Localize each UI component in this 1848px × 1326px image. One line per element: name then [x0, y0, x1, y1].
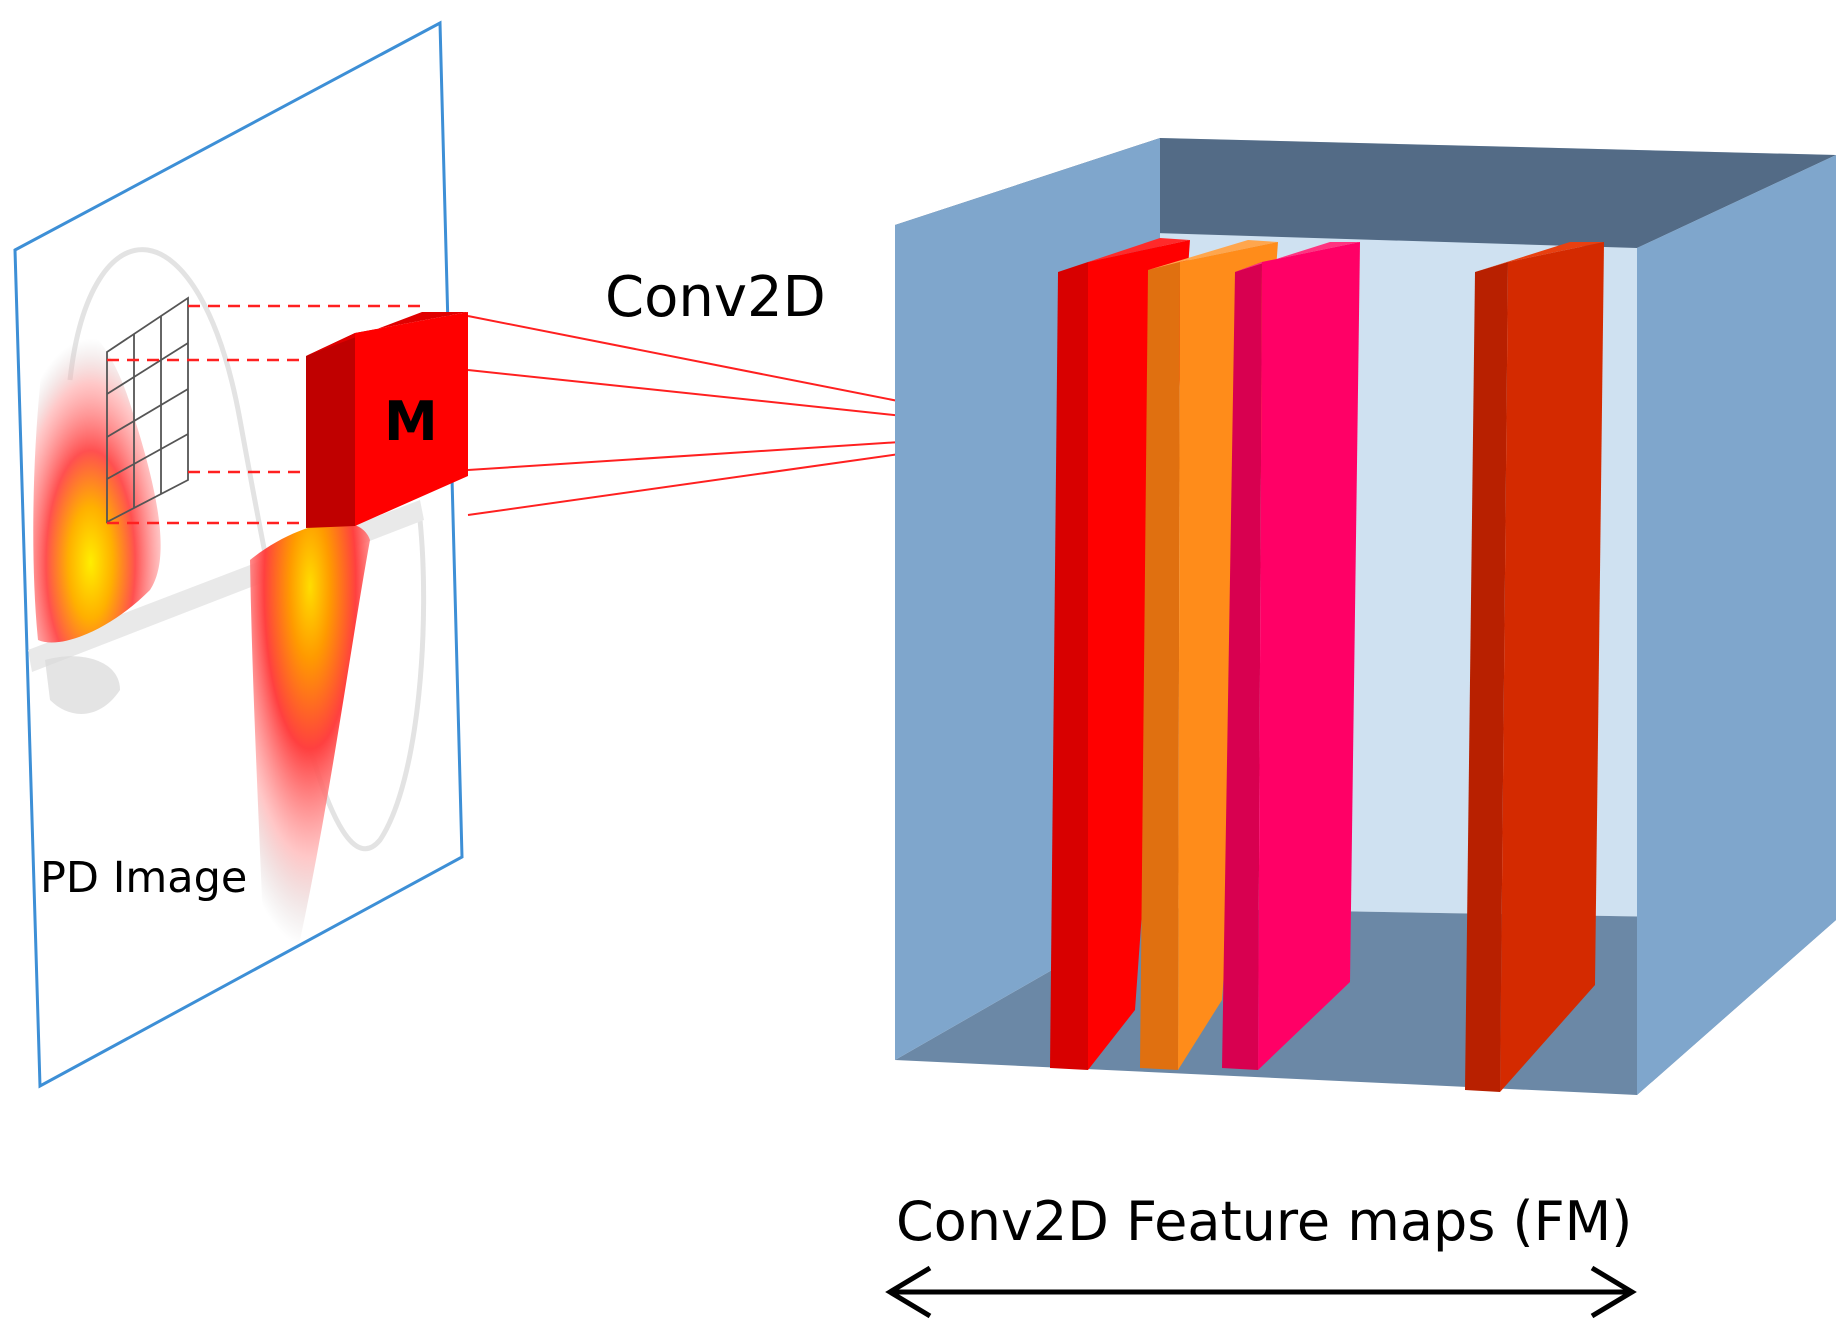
- heat-blob-left: [33, 322, 161, 643]
- pd-image-plane: PD Image: [13, 20, 464, 1089]
- plane-outline: [13, 20, 464, 1089]
- filter-side-face: [306, 333, 355, 528]
- conv2d-label: Conv2D: [605, 265, 826, 330]
- heat-blob-right: [250, 522, 370, 948]
- scatter-left-low: [45, 656, 120, 714]
- feature-map-box: [895, 138, 1836, 1095]
- feature-map-4: [1465, 242, 1604, 1092]
- grid-projection-lines: [107, 304, 425, 525]
- pd-image-label: PD Image: [40, 853, 247, 903]
- filter-block: M: [306, 312, 468, 528]
- kernel-grid: [106, 296, 189, 524]
- filter-label: M: [384, 390, 438, 453]
- filter-front-face: [355, 312, 468, 526]
- width-arrow: [885, 1265, 1637, 1319]
- feature-map-3: [1222, 242, 1360, 1070]
- box-right-wall: [1637, 155, 1836, 1095]
- feature-maps-label: Conv2D Feature maps (FM): [896, 1190, 1632, 1253]
